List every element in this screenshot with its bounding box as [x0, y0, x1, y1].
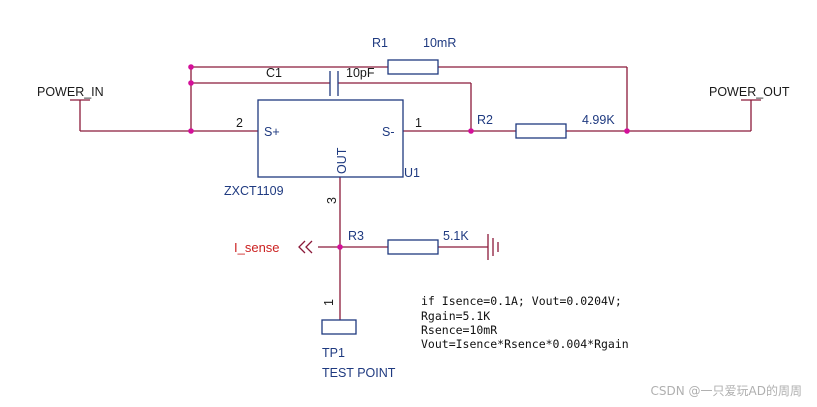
tp1-pin-num: 1: [322, 299, 336, 306]
r3-body: [387, 239, 439, 255]
power-in-label: POWER_IN: [37, 85, 104, 99]
r1-value: 10mR: [423, 36, 456, 50]
u1-pin-sminus: S-: [382, 125, 395, 139]
r1-ref: R1: [372, 36, 388, 50]
note-line: Vout=Isence*Rsence*0.004*Rgain: [421, 337, 629, 351]
note-line: if Isence=0.1A; Vout=0.0204V;: [421, 294, 622, 308]
ground-icon: [487, 234, 499, 260]
u1-ref: U1: [404, 166, 420, 180]
r3-ref: R3: [348, 229, 364, 243]
u1-pin2-num: 2: [236, 116, 243, 130]
u1-body: [257, 99, 404, 178]
junction-dot: [337, 244, 343, 250]
note-line: Rgain=5.1K: [421, 309, 490, 323]
r2-body: [515, 123, 567, 139]
u1-part: ZXCT1109: [224, 184, 284, 198]
u1-pin3-num: 3: [325, 197, 339, 204]
u1-pin-splus: S+: [264, 125, 280, 139]
tp1-ref: TP1: [322, 346, 345, 360]
junction-dot: [624, 128, 630, 134]
u1-pin-out: OUT: [335, 147, 349, 174]
note-line: Rsence=10mR: [421, 323, 497, 337]
u1-pin1-num: 1: [415, 116, 422, 130]
power-out-label: POWER_OUT: [709, 85, 790, 99]
junction-dot: [468, 128, 474, 134]
junction-dot: [188, 128, 194, 134]
tp1-body: [321, 319, 357, 335]
wires: [79, 66, 752, 320]
watermark: CSDN @一只爱玩AD的周周: [651, 383, 802, 398]
r2-ref: R2: [477, 113, 493, 127]
i-sense-arrow-icon: [298, 240, 313, 254]
junction-dot: [188, 80, 194, 86]
c1-ref: C1: [266, 66, 282, 80]
junctions: [188, 64, 630, 250]
design-notes: if Isence=0.1A; Vout=0.0204V; Rgain=5.1K…: [421, 294, 629, 351]
r2-value: 4.99K: [582, 113, 615, 127]
tp1-value: TEST POINT: [322, 366, 396, 380]
junction-dot: [188, 64, 194, 70]
c1-value: 10pF: [346, 66, 375, 80]
r3-value: 5.1K: [443, 229, 469, 243]
r1-body: [387, 59, 439, 75]
i-sense-label: I_sense: [234, 240, 280, 255]
